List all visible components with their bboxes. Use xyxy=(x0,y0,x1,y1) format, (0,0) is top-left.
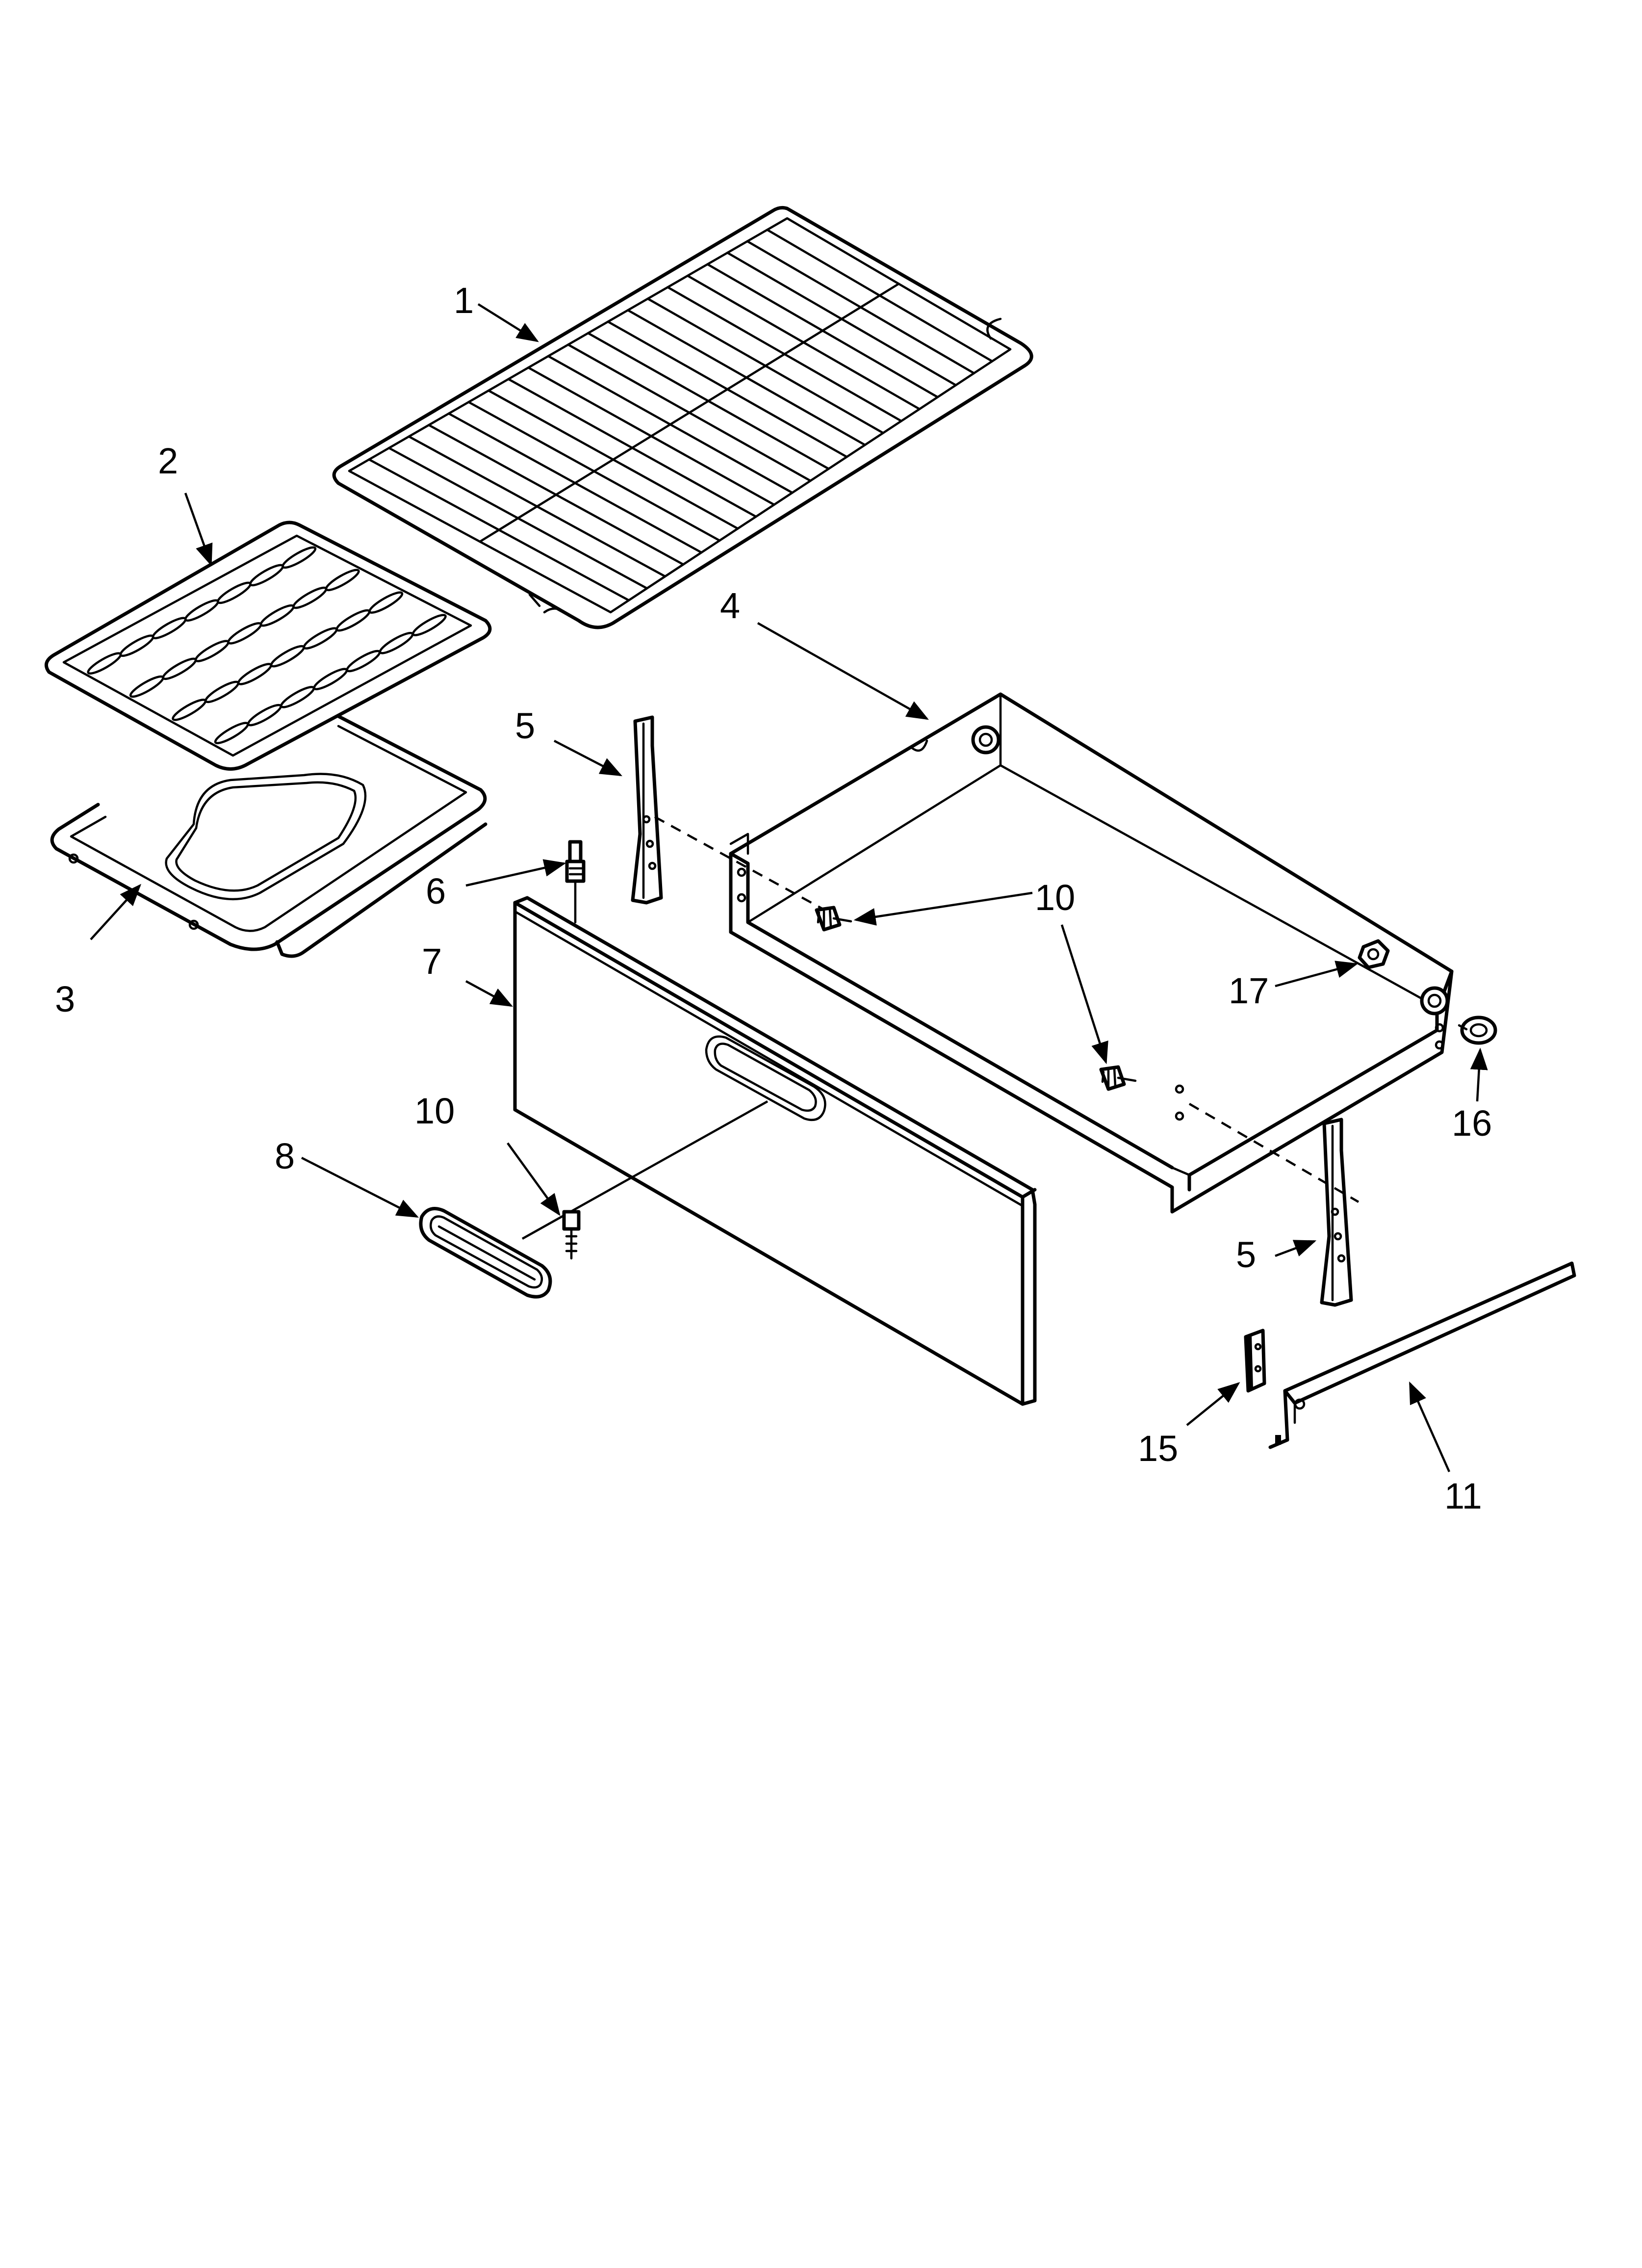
part-shoulder-screw[interactable] xyxy=(565,840,586,924)
grid-slot xyxy=(379,632,414,654)
part-drawer-panel[interactable] xyxy=(513,896,1037,1406)
callout-10-left: 10 xyxy=(414,1091,455,1131)
grid-slot xyxy=(325,569,360,592)
grid-slot xyxy=(346,650,381,673)
grid-slot xyxy=(259,604,295,627)
grid-slot xyxy=(368,591,404,614)
callout-8: 8 xyxy=(275,1136,295,1176)
grid-slot xyxy=(280,686,315,708)
callout-labels: 1 2 3 4 5 5 6 7 8 10 10 11 15 16 17 xyxy=(55,280,1492,1516)
grid-slot xyxy=(205,680,240,704)
glide-alignment-line-lower xyxy=(1188,1103,1360,1203)
callout-10-right: 10 xyxy=(1035,877,1075,918)
callout-7: 7 xyxy=(422,941,442,982)
part-nut[interactable] xyxy=(1358,939,1390,969)
grid-slot xyxy=(172,699,207,721)
grid-slot xyxy=(129,675,164,698)
grid-slot xyxy=(292,586,328,609)
grid-slot xyxy=(162,657,197,680)
callout-5-lower: 5 xyxy=(1236,1234,1256,1275)
grid-slot xyxy=(119,634,154,657)
grid-slot xyxy=(313,668,348,690)
rack-center-rib xyxy=(479,283,900,543)
grid-slot xyxy=(411,614,447,636)
callout-1: 1 xyxy=(454,280,474,321)
callout-6: 6 xyxy=(426,871,446,912)
callout-17: 17 xyxy=(1229,970,1269,1011)
callout-11: 11 xyxy=(1444,1476,1482,1516)
part-broiler-grid[interactable] xyxy=(44,521,492,771)
part-bumper[interactable] xyxy=(1458,1016,1497,1045)
part-drawer-body[interactable] xyxy=(729,692,1454,1214)
part-drawer-glide-lower[interactable] xyxy=(1320,1118,1353,1307)
leader-lines xyxy=(90,303,1488,1472)
part-screw-middle[interactable] xyxy=(1099,1065,1137,1091)
callout-3: 3 xyxy=(55,979,75,1019)
grid-slot xyxy=(270,645,305,668)
callout-2: 2 xyxy=(158,441,178,481)
grid-slot xyxy=(216,581,252,604)
grid-slot xyxy=(214,722,249,744)
grid-slot xyxy=(282,546,317,569)
grid-slot xyxy=(227,622,262,645)
grid-slot xyxy=(247,704,282,727)
callout-5-upper: 5 xyxy=(515,705,535,746)
part-oven-rack[interactable] xyxy=(332,206,1033,629)
grid-slot xyxy=(303,627,338,650)
part-broiler-pan[interactable] xyxy=(50,714,487,958)
part-screw-lower[interactable] xyxy=(562,1210,581,1260)
grid-slot xyxy=(184,599,219,622)
grid-slot xyxy=(87,652,122,675)
grid-slot xyxy=(237,663,272,685)
part-rail[interactable] xyxy=(1268,1261,1576,1449)
callout-15: 15 xyxy=(1138,1428,1178,1469)
callout-16: 16 xyxy=(1452,1103,1492,1144)
grid-slot xyxy=(152,617,187,640)
part-clip[interactable] xyxy=(1244,1329,1266,1393)
part-screw-upper[interactable] xyxy=(815,906,852,932)
grid-slot xyxy=(249,564,284,587)
glide-alignment-line-upper xyxy=(654,816,835,916)
part-drawer-glide-upper[interactable] xyxy=(631,715,663,905)
part-drawer-handle[interactable] xyxy=(419,1207,552,1299)
callout-4: 4 xyxy=(720,585,740,626)
grid-slot xyxy=(335,609,371,632)
grid-slot xyxy=(194,640,230,662)
